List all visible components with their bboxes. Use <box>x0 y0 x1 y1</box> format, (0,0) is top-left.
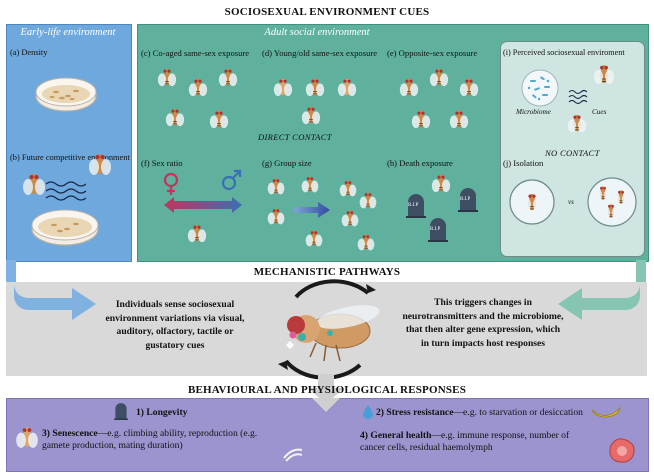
fly-icon <box>592 62 616 86</box>
response-senescence: 3) Senescence—e.g. climbing ability, rep… <box>42 428 258 451</box>
fly-icon <box>430 172 452 194</box>
fly-icon <box>304 228 324 248</box>
fly-icon <box>14 424 40 450</box>
tombstone-text: R.I.P <box>460 197 471 202</box>
sex-ratio-arrow-icon <box>164 197 242 213</box>
tombstone-text: R.I.P <box>408 203 419 208</box>
label-future-competitive: (b) Future competitive environment <box>10 153 130 162</box>
responses-section-title: BEHAVIOURAL AND PHYSIOLOGICAL RESPONSES <box>187 384 467 396</box>
vs-label: vs <box>568 198 574 206</box>
fly-icon <box>338 178 358 198</box>
label-density: (a) Density <box>10 48 48 57</box>
fly-icon <box>448 108 470 130</box>
direct-contact-note: DIRECT CONTACT <box>258 132 332 142</box>
female-symbol-icon <box>163 172 179 195</box>
microbiome-label: Microbiome <box>516 108 551 116</box>
fly-icon <box>266 206 286 226</box>
fly-icon <box>356 232 376 252</box>
fly-icon <box>410 108 432 130</box>
label-isolation: (j) Isolation <box>503 158 544 168</box>
early-life-header: Early-life environment <box>20 27 116 38</box>
group-size-arrow-icon <box>294 202 330 218</box>
label-sex-ratio: (f) Sex ratio <box>141 158 183 168</box>
mechanism-left-text: Individuals sense sociosexual environmen… <box>105 299 245 351</box>
fly-icon <box>89 154 111 175</box>
flow-arrow-down-icon <box>308 374 344 404</box>
fly-icon <box>566 112 588 134</box>
fly-icon <box>340 208 360 228</box>
label-group-size: (g) Group size <box>262 158 312 168</box>
label-co-aged: (c) Co-aged same-sex exposure <box>141 48 250 58</box>
fly-icon <box>304 76 326 98</box>
cancer-cell-icon <box>609 438 635 463</box>
no-contact-note: NO CONTACT <box>545 148 600 158</box>
label-young-old: (d) Young/old same-sex exposure <box>262 48 378 58</box>
cues-section-title: SOCIOSEXUAL ENVIRONMENT CUES <box>224 6 430 18</box>
fly-icon <box>164 106 186 128</box>
gamete-icon <box>283 448 303 462</box>
label-opposite-sex: (e) Opposite-sex exposure <box>387 48 478 58</box>
label-perceived: (i) Perceived sociosexual enviroment <box>503 48 625 57</box>
fly-icon <box>272 76 294 98</box>
response-stress-resistance: 2) Stress resistance—e.g. to starvation … <box>376 407 583 418</box>
fly-icon <box>428 66 450 88</box>
responses-panel <box>6 398 649 472</box>
fly-icon <box>23 174 45 195</box>
fly-icon <box>208 108 230 130</box>
flow-arrow-down-icon <box>312 398 340 412</box>
mechanistic-section-title: MECHANISTIC PATHWAYS <box>253 266 401 278</box>
fly-icon <box>156 66 178 88</box>
fly-icon <box>300 174 320 194</box>
fly-icon <box>458 76 480 98</box>
male-symbol-icon <box>221 169 242 191</box>
microbiome-icon <box>521 69 559 107</box>
petri-dish-icon <box>35 77 97 112</box>
fly-icon <box>217 66 239 88</box>
fly-icon <box>300 104 322 126</box>
tombstone-icon <box>114 403 128 420</box>
isolation-dish-icon <box>509 179 555 225</box>
mechanism-right-text: This triggers changes in neurotransmitte… <box>402 297 564 349</box>
fly-icon <box>187 76 209 98</box>
cues-label: Cues <box>592 108 607 116</box>
fly-icon <box>358 190 378 210</box>
petri-dish-icon <box>31 209 99 246</box>
fly-icon <box>186 222 208 244</box>
banana-icon <box>591 406 621 418</box>
response-general-health: 4) General health—e.g. immune response, … <box>360 430 570 453</box>
group-dish-icon <box>587 177 637 227</box>
flow-arrow-right-icon <box>558 282 640 320</box>
flow-arrow-left-icon <box>14 282 96 320</box>
fly-icon <box>336 76 358 98</box>
fly-icon <box>266 176 286 196</box>
fly-brain-illustration-icon <box>278 279 380 380</box>
water-drop-icon <box>363 405 373 419</box>
cue-waves-icon <box>45 181 87 201</box>
fly-icon <box>398 76 420 98</box>
cue-waves-icon <box>568 89 588 105</box>
label-death-exposure: (h) Death exposure <box>387 158 453 168</box>
response-longevity: 1) Longevity <box>136 407 188 418</box>
tombstone-text: R.I.P <box>430 227 441 232</box>
adult-social-header: Adult social environment <box>264 27 370 38</box>
